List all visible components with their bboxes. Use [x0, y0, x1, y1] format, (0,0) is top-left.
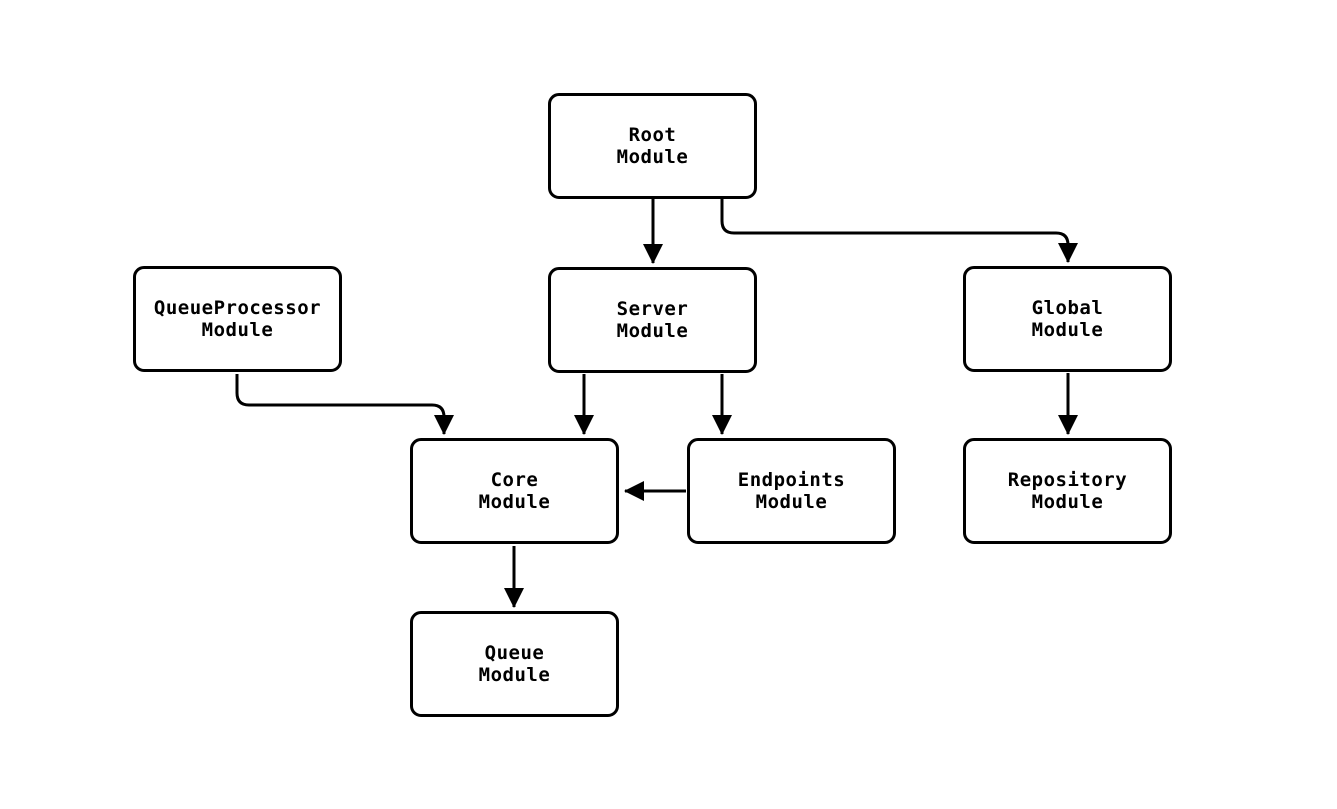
- edge-root-to-global: [720, 199, 1078, 263]
- node-type: Module: [478, 664, 551, 686]
- node-name: Core: [490, 469, 539, 491]
- node-root-module: Root Module: [548, 93, 757, 199]
- node-queueprocessor-module: QueueProcessor Module: [133, 266, 342, 372]
- edge-queueprocessor-to-core: [235, 374, 454, 435]
- node-type: Module: [478, 491, 551, 513]
- node-type: Module: [616, 320, 689, 342]
- node-type: Module: [755, 491, 828, 513]
- node-type: Module: [616, 146, 689, 168]
- node-name: QueueProcessor: [153, 297, 322, 319]
- node-type: Module: [1031, 491, 1104, 513]
- node-global-module: Global Module: [963, 266, 1172, 372]
- node-name: Queue: [484, 642, 545, 664]
- node-repository-module: Repository Module: [963, 438, 1172, 544]
- node-type: Module: [201, 319, 274, 341]
- node-server-module: Server Module: [548, 267, 757, 373]
- node-name: Server: [616, 298, 689, 320]
- node-name: Repository: [1007, 469, 1128, 491]
- node-name: Root: [628, 124, 677, 146]
- node-name: Global: [1031, 297, 1104, 319]
- node-name: Endpoints: [737, 469, 846, 491]
- node-endpoints-module: Endpoints Module: [687, 438, 896, 544]
- node-core-module: Core Module: [410, 438, 619, 544]
- node-queue-module: Queue Module: [410, 611, 619, 717]
- node-type: Module: [1031, 319, 1104, 341]
